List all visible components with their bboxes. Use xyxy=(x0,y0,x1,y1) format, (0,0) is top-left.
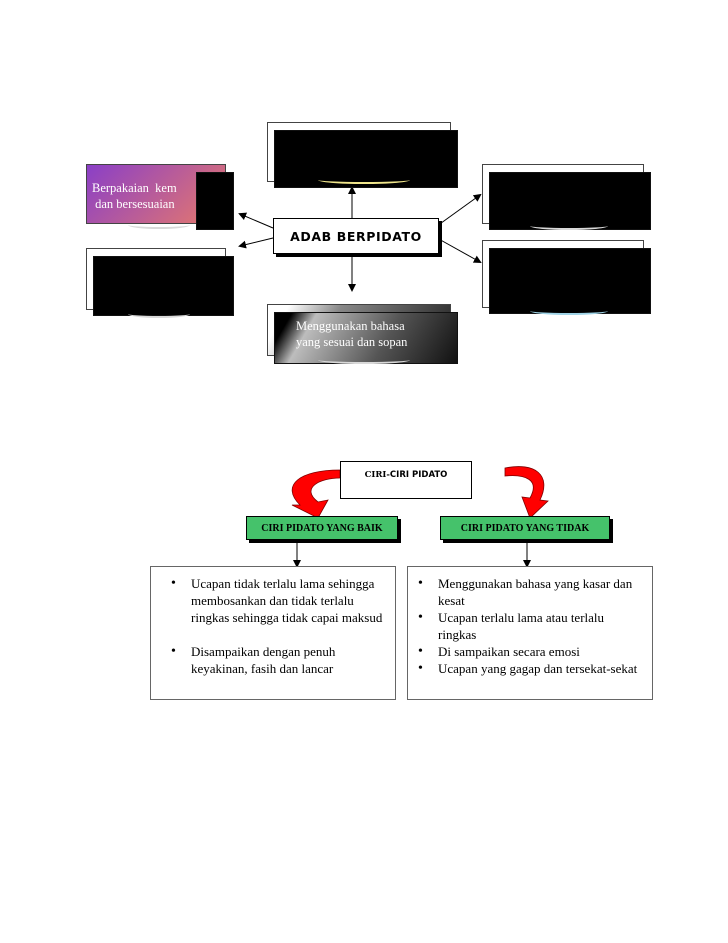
bad-speech-list: Menggunakan bahasa yang kasar dan kesat … xyxy=(407,566,653,700)
box-top-swoosh xyxy=(318,176,410,184)
adab-title-text: ADAB BERPIDATO xyxy=(290,228,422,244)
ciri-pidato-title: CIRI-CIRI PIDATO xyxy=(340,461,472,499)
box-lower-left xyxy=(93,256,234,316)
box-lower-right-swoosh xyxy=(530,307,608,315)
ciri-title-rest: CIRI PIDATO xyxy=(389,470,448,480)
adab-berpidato-title: ADAB BERPIDATO xyxy=(273,218,439,254)
box-upper-left-swoosh xyxy=(128,221,190,229)
arrow-lower-right xyxy=(436,237,482,263)
arrow-lower-left xyxy=(238,237,274,249)
good-label-text: CIRI PIDATO YANG BAIK xyxy=(261,522,383,534)
box-upper-left-text: Berpakaian kem dan bersesuaian xyxy=(92,181,177,211)
bad-item-3: Di sampaikan secara emosi xyxy=(414,643,638,660)
box-lower-right xyxy=(489,248,651,314)
bad-item-1: Menggunakan bahasa yang kasar dan kesat xyxy=(414,575,638,609)
bad-item-4: Ucapan yang gagap dan tersekat-sekat xyxy=(414,660,638,677)
bad-label-text: CIRI PIDATO YANG TIDAK xyxy=(460,522,590,534)
box-bottom-swoosh xyxy=(318,356,410,364)
arrow-upper-right xyxy=(436,193,482,227)
good-item-1: Ucapan tidak terlalu lama sehingga membo… xyxy=(167,575,391,626)
arrow-upper-left xyxy=(238,212,274,229)
box-bottom-text: Menggunakan bahasa yang sesuai dan sopan xyxy=(296,319,408,349)
bad-item-2: Ucapan terlalu lama atau terlalu ringkas xyxy=(414,609,638,643)
box-upper-right-swoosh xyxy=(530,222,608,230)
red-curved-arrow-left-icon xyxy=(291,469,341,519)
good-speech-label: CIRI PIDATO YANG BAIK xyxy=(246,516,398,540)
box-lower-left-swoosh xyxy=(128,310,190,318)
good-item-2: Disampaikan dengan penuh keyakinan, fasi… xyxy=(167,643,391,677)
ciri-title-prefix: CIRI- xyxy=(364,470,390,480)
box-upper-left-black xyxy=(196,172,234,230)
bad-speech-label: CIRI PIDATO YANG TIDAK xyxy=(440,516,610,540)
red-curved-arrow-right-icon xyxy=(504,466,549,519)
good-speech-list: Ucapan tidak terlalu lama sehingga membo… xyxy=(150,566,396,700)
